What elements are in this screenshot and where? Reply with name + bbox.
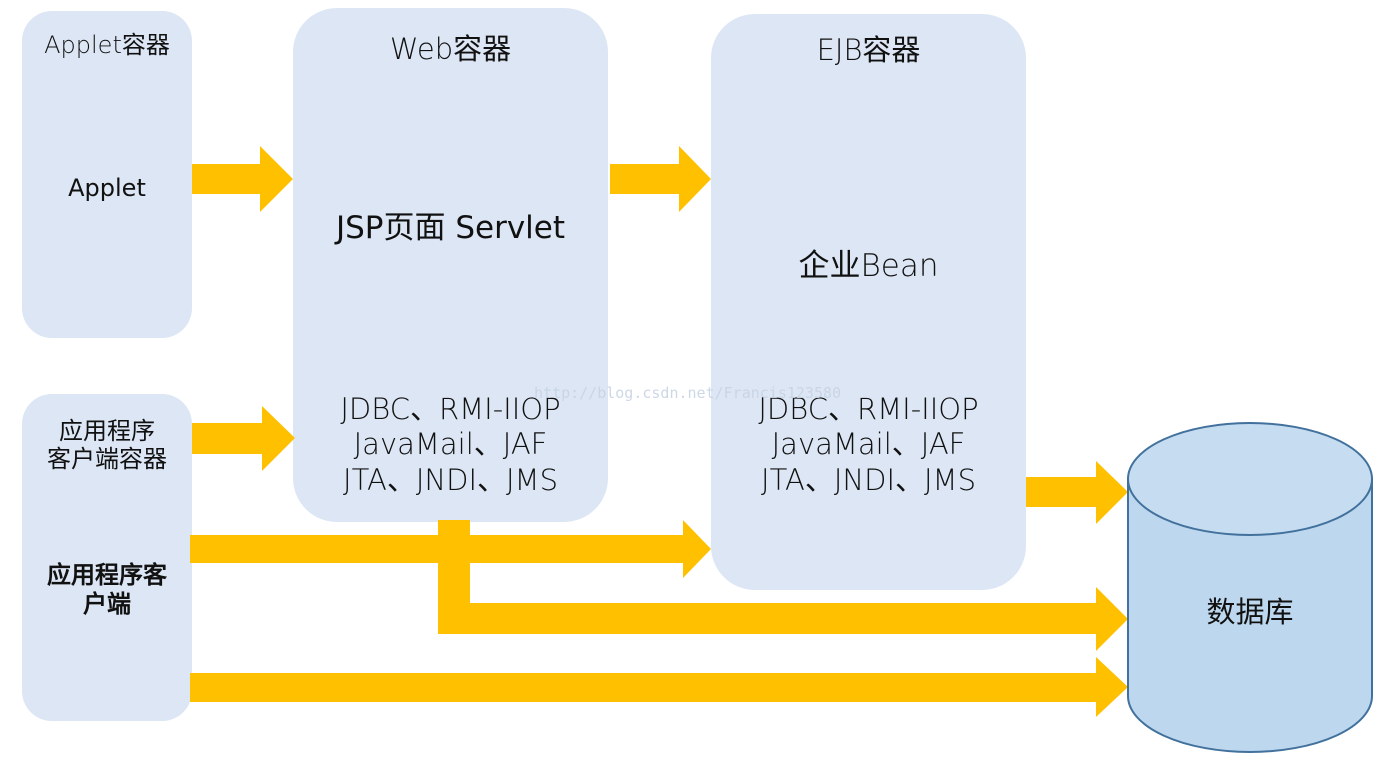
web-service-line-2: JavaMail、JAF bbox=[353, 427, 548, 462]
web-service-line-3: JTA、JNDI、JMS bbox=[343, 462, 558, 497]
ejb-container bbox=[711, 14, 1026, 590]
database-cylinder bbox=[1127, 422, 1373, 753]
ejb-component-label: 企业Bean bbox=[798, 248, 939, 284]
web-container-title: Web容器 bbox=[389, 32, 512, 66]
ejb-container-title: EJB容器 bbox=[816, 33, 921, 67]
web-components-label: JSP页面 Servlet bbox=[335, 210, 566, 246]
ejb-services-list: JDBC、RMI-IIOP JavaMail、JAF JTA、JNDI、JMS bbox=[711, 392, 1026, 498]
applet-container bbox=[22, 11, 192, 338]
database-label: 数据库 bbox=[1206, 595, 1294, 629]
ejb-service-line-1: JDBC、RMI-IIOP bbox=[758, 392, 979, 426]
app-client-title-line-1: 应用程序 bbox=[59, 417, 155, 445]
arrow-web-to-db bbox=[438, 520, 1128, 651]
app-client-component-label: 应用程序客 户端 bbox=[22, 561, 192, 619]
ejb-service-line-2: JavaMail、JAF bbox=[771, 427, 966, 462]
applet-container-title: Applet容器 bbox=[44, 31, 170, 59]
arrow-client-to-db bbox=[190, 657, 1128, 717]
watermark: http://blog.csdn.net/Francis123580 bbox=[534, 384, 842, 402]
arrow-applet-to-web bbox=[192, 146, 293, 212]
arrow-ejb-to-db bbox=[1026, 461, 1128, 524]
web-container bbox=[293, 8, 608, 522]
app-client-component-line-2: 户端 bbox=[83, 589, 131, 618]
applet-component-label: Applet bbox=[68, 174, 146, 202]
ejb-service-line-3: JTA、JNDI、JMS bbox=[761, 462, 976, 497]
web-service-line-1: JDBC、RMI-IIOP bbox=[340, 392, 561, 426]
arrow-client-to-web bbox=[192, 406, 295, 471]
arrow-web-to-ejb bbox=[610, 146, 711, 212]
app-client-container-title: 应用程序 客户端容器 bbox=[22, 417, 192, 474]
app-client-container bbox=[22, 394, 192, 721]
app-client-component-line-1: 应用程序客 bbox=[47, 561, 167, 589]
web-services-list: JDBC、RMI-IIOP JavaMail、JAF JTA、JNDI、JMS bbox=[293, 392, 608, 498]
app-client-title-line-2: 客户端容器 bbox=[47, 445, 167, 474]
